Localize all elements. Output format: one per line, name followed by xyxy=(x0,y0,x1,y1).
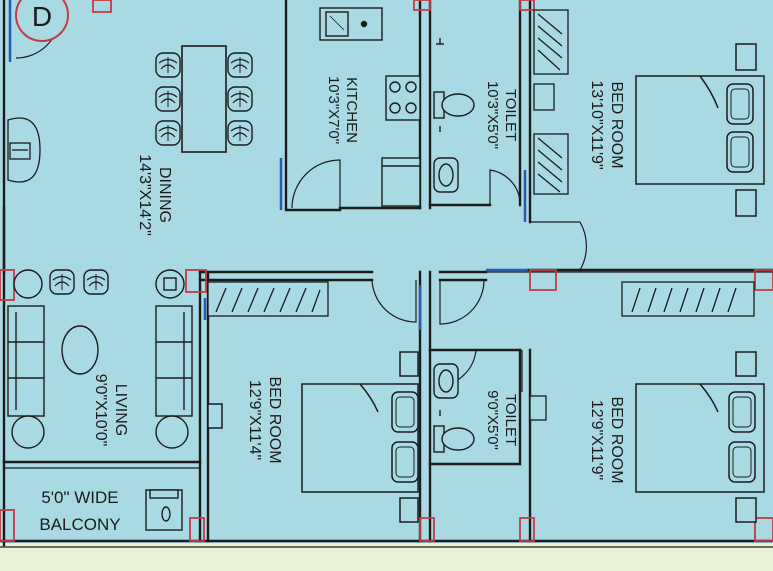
armchair-icon xyxy=(13,269,43,299)
balcony: 5'0" WIDE BALCONY xyxy=(39,488,183,534)
armchair-icon xyxy=(155,415,189,449)
toilet-top-name: TOILET xyxy=(502,89,519,141)
toilet-top-size: 10'3"X5'0" xyxy=(484,81,501,149)
bed-icon xyxy=(635,43,765,217)
ac-unit-icon xyxy=(7,117,41,183)
windows xyxy=(8,0,528,330)
dining-chair-icon xyxy=(155,86,181,112)
plant-icon xyxy=(155,269,185,299)
washbasin-icon xyxy=(433,157,459,193)
coffee-table xyxy=(61,325,99,375)
dining-name: DINING xyxy=(156,167,173,223)
kitchen-name: KITCHEN xyxy=(343,77,360,143)
washing-machine-icon xyxy=(145,489,183,531)
columns xyxy=(0,0,773,542)
sink-icon xyxy=(319,7,383,41)
kitchen-fixtures xyxy=(319,7,421,207)
dining-table xyxy=(181,45,227,153)
dining-chair-icon xyxy=(227,86,253,112)
bedroom-right-size: 12'9"X11'9" xyxy=(588,400,605,480)
stove-icon xyxy=(385,75,421,121)
wardrobe-icon xyxy=(529,281,755,421)
living-chair-icon xyxy=(83,269,109,295)
entry-marker-label: D xyxy=(32,1,52,32)
bed-icon xyxy=(635,351,765,523)
wc-icon xyxy=(433,425,475,453)
balcony-label-line2: BALCONY xyxy=(39,515,120,534)
pillow-icon xyxy=(726,83,754,125)
balcony-label-line1: 5'0" WIDE xyxy=(41,488,118,507)
bedroom-right-name: BED ROOM xyxy=(608,396,625,483)
sofa-icon xyxy=(155,305,193,417)
toilet-bottom-size: 9'0"X5'0" xyxy=(484,390,501,450)
toilet-top-fixtures xyxy=(433,38,475,193)
wardrobe-icon xyxy=(207,281,329,317)
bedroom-top-name: BED ROOM xyxy=(608,81,625,168)
pillow-icon xyxy=(728,441,756,483)
living-name: LIVING xyxy=(112,384,129,436)
armchair-icon xyxy=(11,415,45,449)
toilet-bottom-name: TOILET xyxy=(502,394,519,446)
dining-chair-icon xyxy=(227,120,253,146)
bedroom-mid-size: 12'9"X11'4" xyxy=(246,380,263,460)
sofa-icon xyxy=(7,305,45,417)
pillow-icon xyxy=(728,391,756,433)
toilet-bottom-fixtures xyxy=(433,363,475,453)
wardrobe-icon xyxy=(533,9,569,195)
kitchen-size: 10'3"X7'0" xyxy=(325,76,342,144)
dining-size: 14'3"X14'2" xyxy=(136,154,153,236)
entry-marker: D xyxy=(15,0,69,42)
living-chair-icon xyxy=(49,269,75,295)
pillow-icon xyxy=(391,391,419,433)
bed-icon xyxy=(207,351,419,523)
pillow-icon xyxy=(726,131,754,173)
dining-chair-icon xyxy=(227,52,253,78)
bedroom-mid-name: BED ROOM xyxy=(266,376,283,463)
washbasin-icon xyxy=(433,363,459,399)
dining-table-set xyxy=(155,45,253,153)
pillow-icon xyxy=(391,441,419,483)
bedroom-top-size: 13'10"X11'9" xyxy=(588,80,605,169)
wc-icon xyxy=(433,91,475,119)
living-furniture xyxy=(7,269,193,449)
dining-chair-icon xyxy=(155,120,181,146)
walls xyxy=(0,0,773,548)
living-size: 9'0"X10'0" xyxy=(92,374,109,447)
dining-chair-icon xyxy=(155,52,181,78)
